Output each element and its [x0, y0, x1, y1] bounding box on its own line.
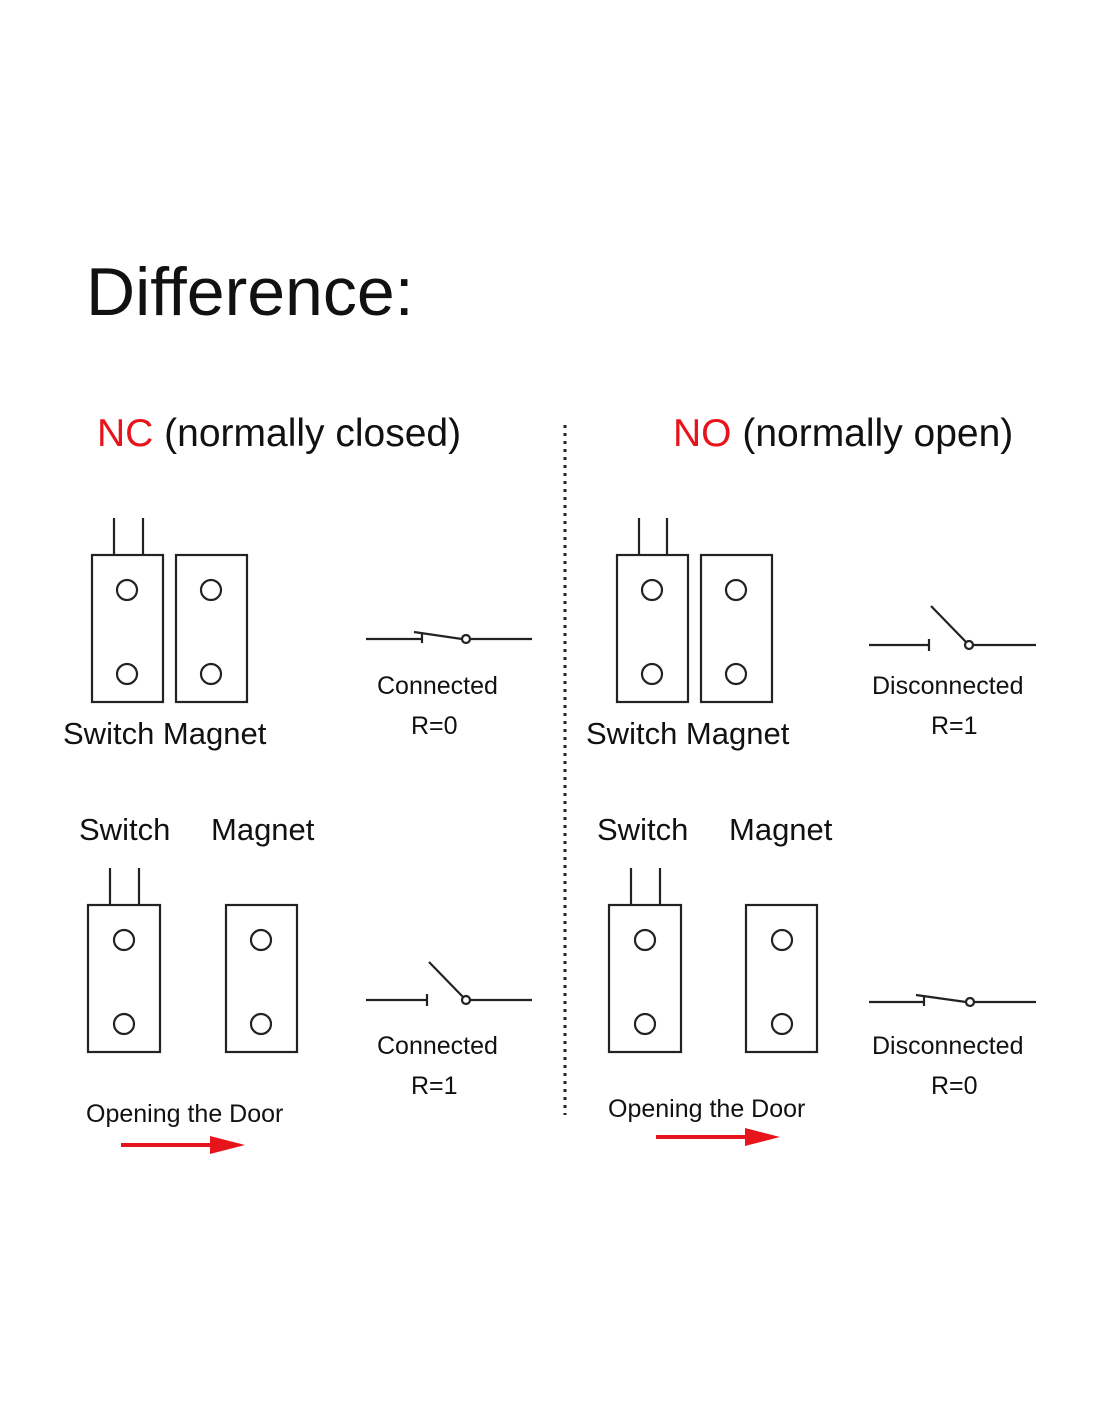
nc-closed-magnet-body — [174, 553, 249, 704]
nc-heading: NC (normally closed) — [97, 414, 461, 453]
no-closed-switch-symbol — [869, 605, 1036, 651]
no-closed-state: Disconnected — [872, 672, 1024, 700]
nc-open-r: R=1 — [411, 1072, 458, 1100]
no-magnet-label: Magnet — [729, 812, 833, 847]
no-open-r: R=0 — [931, 1072, 978, 1100]
nc-open-switch-symbol — [366, 961, 532, 1006]
no-closed-switch-body — [615, 518, 690, 704]
no-arrow-icon — [656, 1128, 780, 1146]
no-closed-r: R=1 — [931, 712, 978, 740]
nc-closed-switch-symbol — [366, 630, 532, 645]
nc-desc: (normally closed) — [153, 412, 462, 455]
nc-closed-label: Switch Magnet — [63, 716, 267, 751]
no-heading: NO (normally open) — [673, 414, 1013, 453]
nc-magnet-label: Magnet — [211, 812, 315, 847]
nc-closed-switch-body — [90, 518, 165, 704]
no-desc: (normally open) — [731, 412, 1014, 455]
nc-abbr: NC — [97, 412, 154, 455]
nc-open-switch-body — [86, 868, 162, 1054]
no-open-magnet-body — [744, 903, 819, 1054]
nc-switch-label: Switch — [79, 812, 171, 847]
no-open-switch-body — [607, 868, 683, 1054]
no-open-state: Disconnected — [872, 1032, 1024, 1060]
no-abbr: NO — [673, 412, 732, 455]
no-door-label: Opening the Door — [608, 1095, 806, 1123]
nc-arrow-icon — [121, 1136, 245, 1154]
nc-closed-r: R=0 — [411, 712, 458, 740]
nc-door-label: Opening the Door — [86, 1100, 284, 1128]
no-closed-label: Switch Magnet — [586, 716, 790, 751]
nc-open-state: Connected — [377, 1032, 498, 1060]
no-switch-label: Switch — [597, 812, 689, 847]
nc-closed-state: Connected — [377, 672, 498, 700]
page-title: Difference: — [86, 254, 414, 330]
no-closed-magnet-body — [699, 553, 774, 704]
nc-open-magnet-body — [224, 903, 299, 1054]
no-open-switch-symbol — [869, 993, 1036, 1008]
